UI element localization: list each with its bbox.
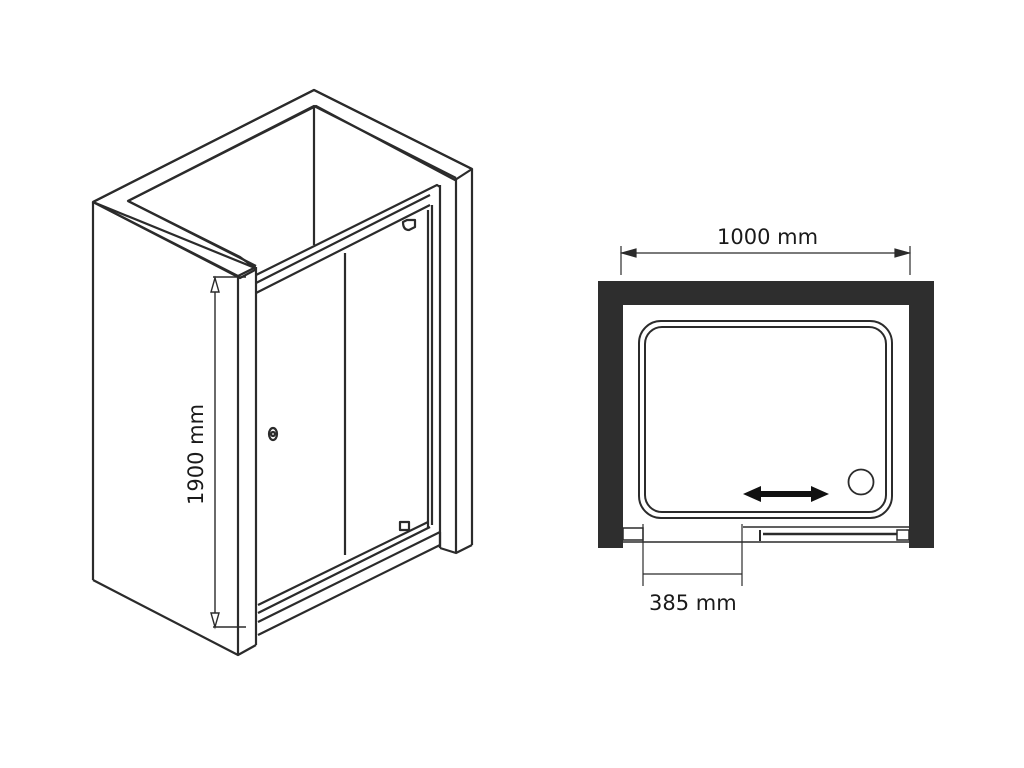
- shower-tray-outer: [638, 320, 893, 519]
- door-slide-arrow-icon: [743, 486, 829, 502]
- shower-tray-inner: [644, 326, 887, 513]
- opening-label: 385 mm: [649, 591, 737, 615]
- door-track: [622, 526, 910, 543]
- height-dimension: [210, 275, 246, 630]
- opening-dimension: [642, 524, 743, 586]
- drain-icon: [847, 468, 875, 496]
- height-label: 1900 mm: [184, 404, 208, 505]
- isometric-view: [91, 88, 474, 657]
- width-dimension: [619, 246, 912, 275]
- width-label: 1000 mm: [717, 225, 818, 249]
- top-plan-view: [598, 246, 934, 586]
